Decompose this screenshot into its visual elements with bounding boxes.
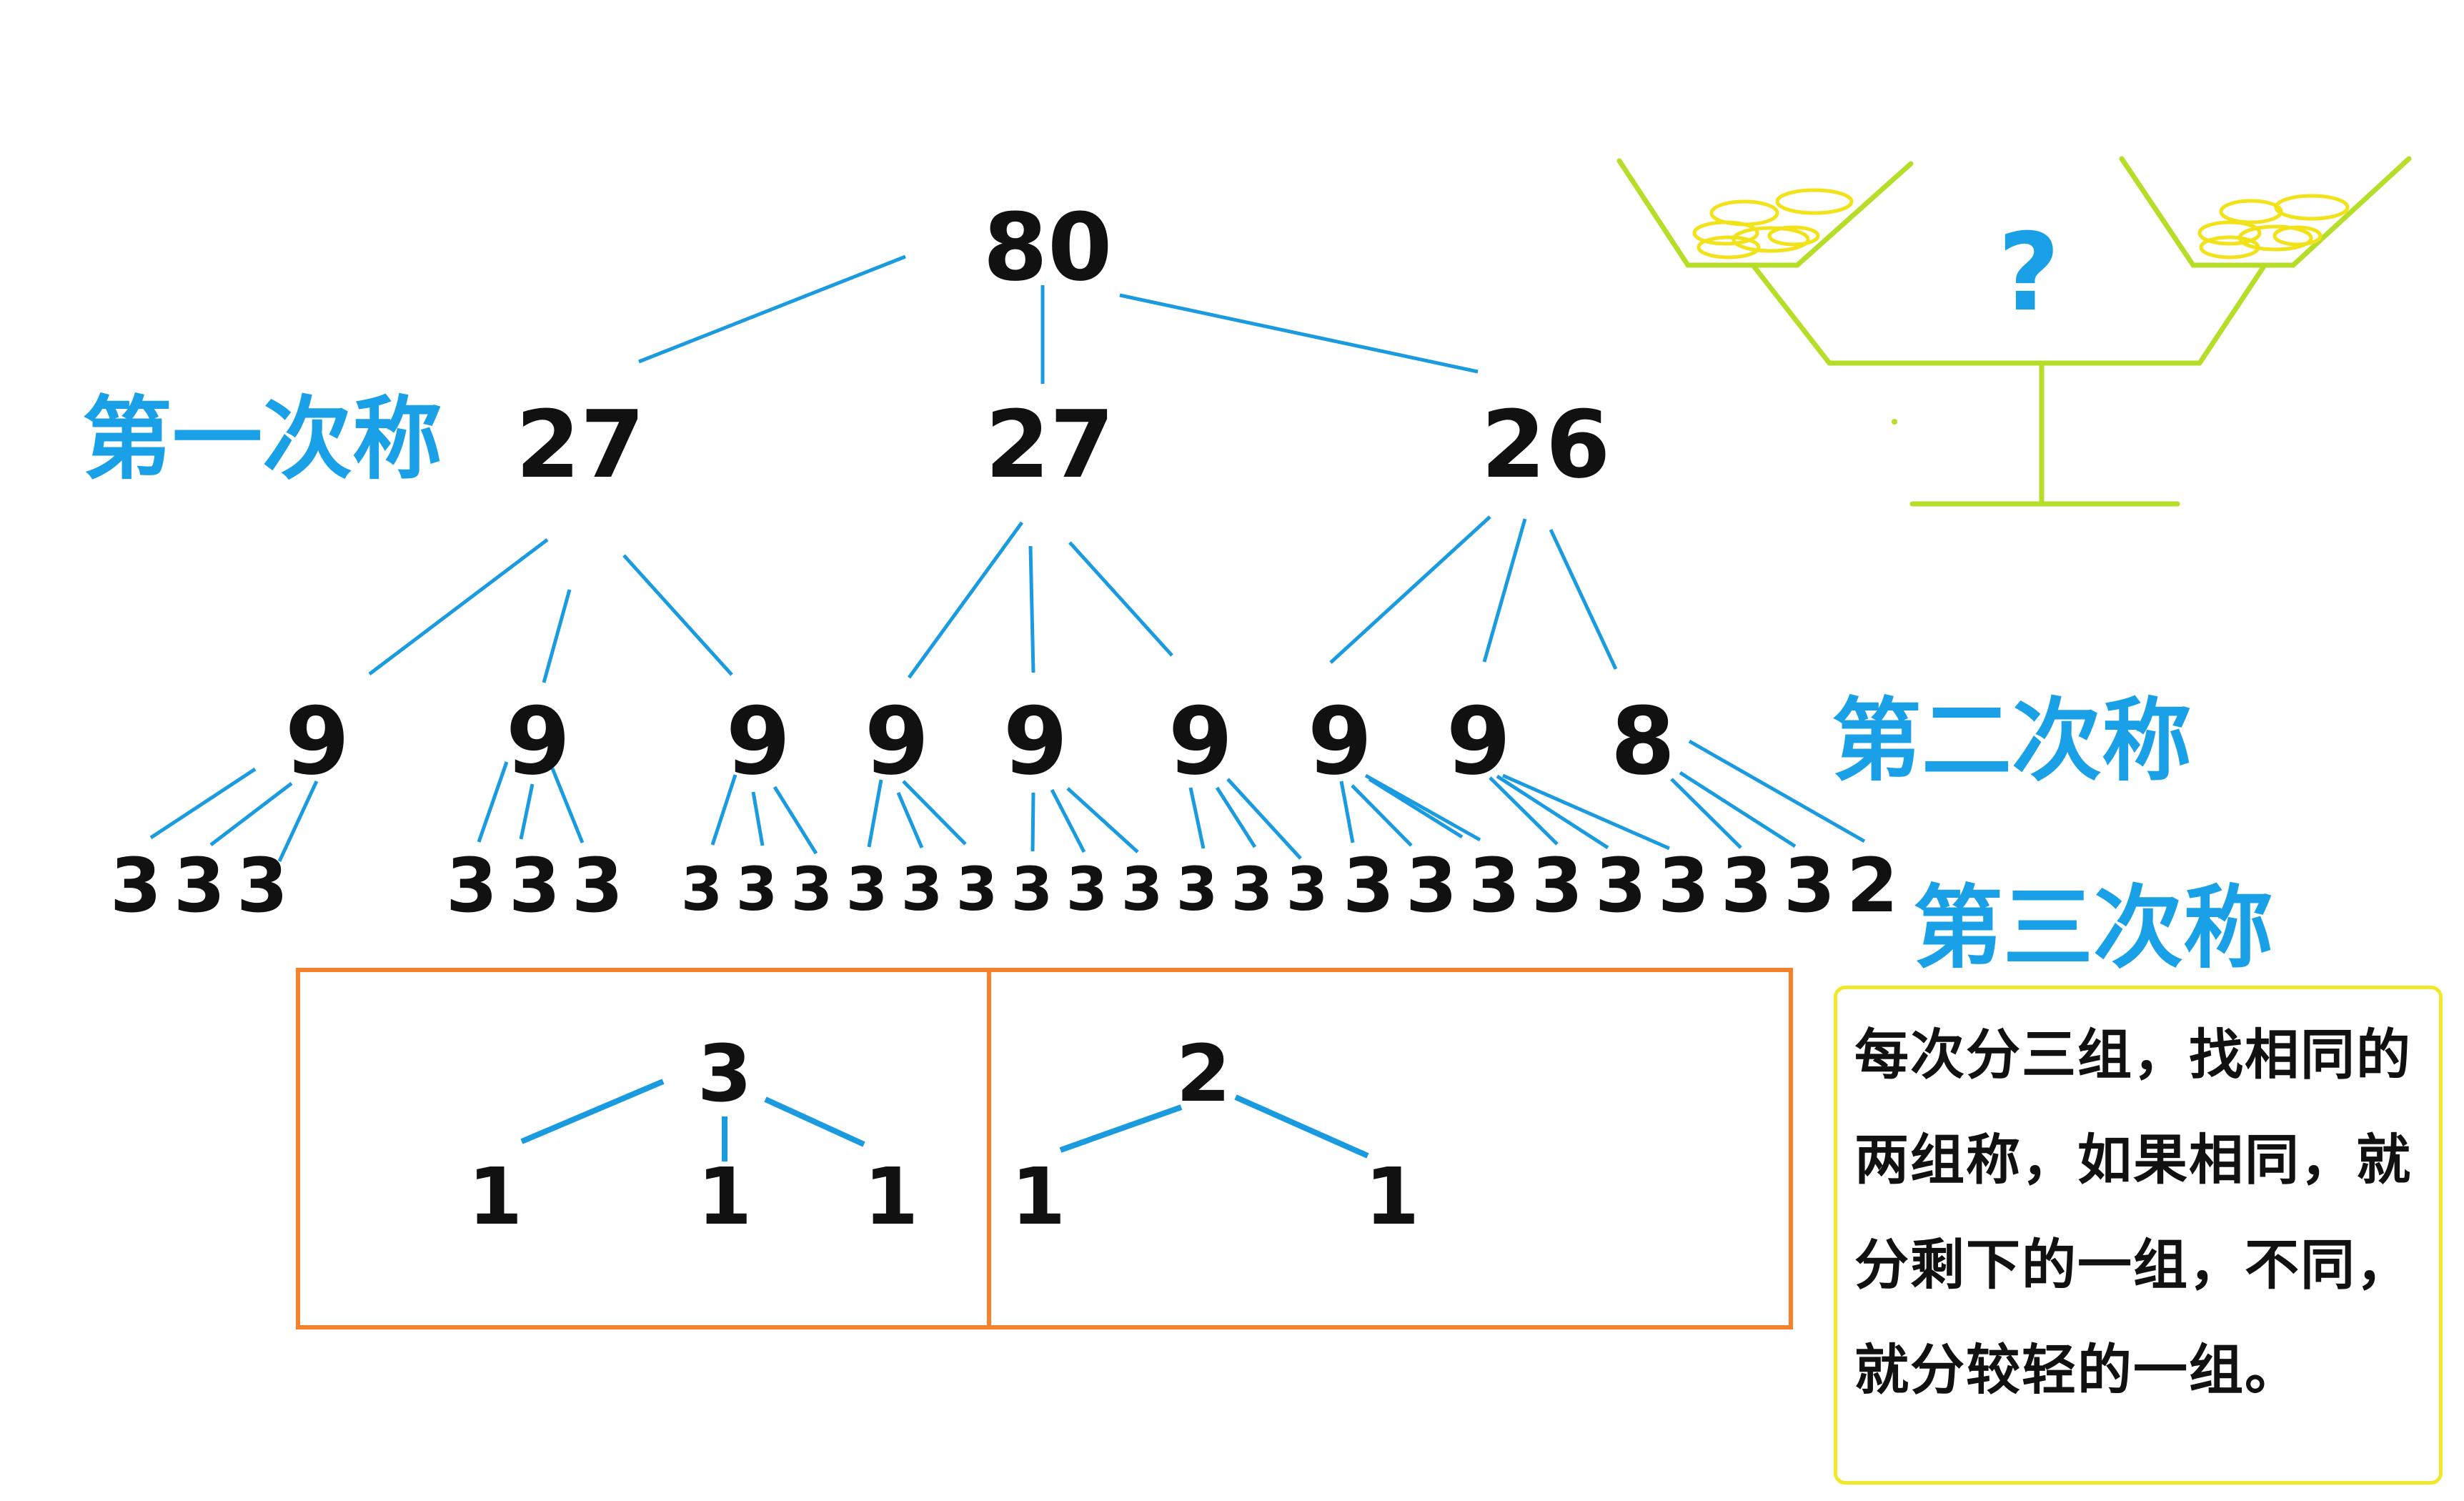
- node-level3: 3: [1343, 842, 1394, 929]
- node-level3: 3: [901, 854, 943, 924]
- edges-level2: [149, 739, 1866, 863]
- node-level3: 3: [1121, 854, 1163, 924]
- node-level3: 3: [1531, 842, 1583, 929]
- node-level3: 3: [1658, 842, 1709, 929]
- node-level3: 3: [791, 854, 833, 924]
- node-level2: 9: [1003, 687, 1068, 796]
- node-level2: 9: [506, 687, 570, 796]
- node-level2: 9: [1168, 687, 1233, 796]
- node-level3: 3: [681, 854, 722, 924]
- box-right: [987, 968, 1793, 1329]
- coins-right-icon: [2197, 194, 2350, 259]
- node-level3: 3: [237, 842, 288, 929]
- node-level3: 3: [956, 854, 998, 924]
- edges-level1: [368, 515, 1618, 683]
- node-level3: 3: [572, 842, 623, 929]
- box-right-tree: 2 1 1: [1011, 1028, 1420, 1242]
- label-first-weighing: 第一次称: [82, 387, 442, 492]
- node-level3: 3: [174, 842, 225, 929]
- balance-question-mark: ?: [1997, 211, 2060, 335]
- explanation-note: 每次分三组，找相同的两组称，如果相同，就分剩下的一组，不同，就分较轻的一组。: [1834, 986, 2443, 1485]
- node-level3: 3: [1176, 854, 1218, 924]
- node-level3: 3: [736, 854, 778, 924]
- node-level3: 3: [1231, 854, 1273, 924]
- box-right-leaf: 1: [1365, 1151, 1420, 1242]
- box-left-leaf: 1: [697, 1151, 752, 1242]
- tree-level2: 9 9 9 9 9 9 9 9 8: [285, 687, 1675, 796]
- node-level3: 3: [1066, 854, 1108, 924]
- node-level3: 3: [509, 842, 560, 929]
- edges-root: [638, 254, 1479, 384]
- box-left-root: 3: [697, 1028, 752, 1119]
- node-level1: 27: [985, 390, 1115, 499]
- node-level3: 3: [1011, 854, 1053, 924]
- node-level3: 3: [1406, 842, 1457, 929]
- node-level2: 9: [1308, 687, 1372, 796]
- node-level3: 2: [1847, 842, 1898, 929]
- box-left-tree: 3 1 1 1: [468, 1028, 919, 1242]
- box-left-leaf: 1: [864, 1151, 919, 1242]
- balance-scale-icon: ?: [1616, 156, 2412, 507]
- tree-level3: 3 3 3 3 3 3 3 3 3 3 3 3 3 3 3 3 3 3 3 3 …: [110, 842, 1898, 929]
- node-level3: 3: [1721, 842, 1772, 929]
- node-level1: 27: [516, 390, 645, 499]
- node-level2: 8: [1611, 687, 1675, 796]
- node-level3: 3: [1595, 842, 1646, 929]
- node-level2: 9: [726, 687, 790, 796]
- tree-root: 80: [983, 193, 1113, 302]
- label-third-weighing: 第三次称: [1913, 876, 2273, 981]
- tree-level1: 27 27 26: [516, 390, 1611, 499]
- label-second-weighing: 第二次称: [1832, 688, 2192, 793]
- node-level3: 3: [110, 842, 162, 929]
- node-level2: 9: [285, 687, 349, 796]
- box-left-leaf: 1: [468, 1151, 523, 1242]
- box-left: [296, 968, 991, 1329]
- box-right-root: 2: [1176, 1028, 1231, 1119]
- box-right-leaf: 1: [1011, 1151, 1066, 1242]
- node-level3: 3: [1784, 842, 1835, 929]
- node-level2: 9: [865, 687, 929, 796]
- coins-left-icon: [1692, 188, 1854, 259]
- node-level3: 3: [846, 854, 888, 924]
- node-level3: 3: [446, 842, 497, 929]
- node-level2: 9: [1446, 687, 1511, 796]
- node-level1: 26: [1481, 390, 1611, 499]
- node-level3: 3: [1469, 842, 1520, 929]
- node-level3: 3: [1286, 854, 1328, 924]
